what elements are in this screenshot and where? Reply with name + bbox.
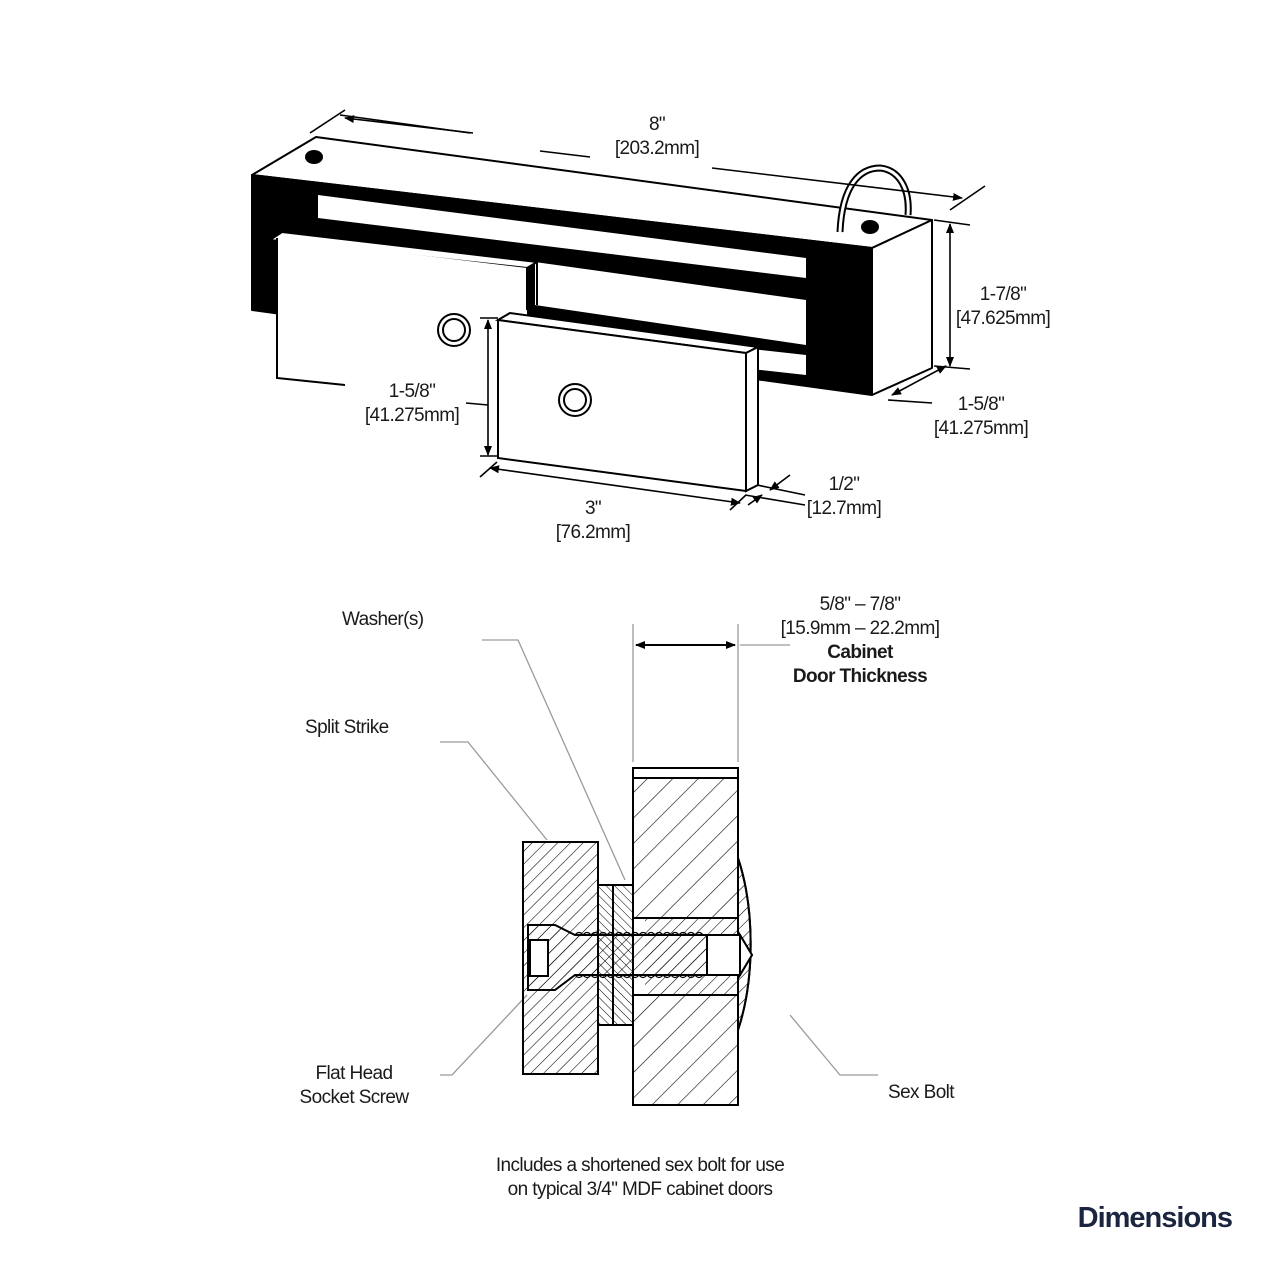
lock-length-imperial: 8" — [648, 114, 666, 135]
plate-width-imperial: 3" — [584, 498, 602, 519]
cross-section-assembly — [522, 767, 754, 1106]
lock-height-metric: [47.625mm] — [955, 308, 1051, 329]
callout-flat-head-1: Flat Head — [315, 1063, 394, 1084]
leader-lines — [440, 639, 878, 1076]
door-thickness-range-metric: [15.9mm – 22.2mm] — [780, 618, 940, 639]
note-line-2: on typical 3/4" MDF cabinet doors — [507, 1179, 773, 1200]
callout-split-strike: Split Strike — [305, 717, 389, 738]
lock-depth-imperial: 1-5/8" — [957, 394, 1005, 415]
note-line-1: Includes a shortened sex bolt for use — [495, 1155, 785, 1176]
door-thickness-label-1: Cabinet — [827, 642, 893, 663]
door-thickness-label-2: Door Thickness — [792, 666, 928, 687]
lock-depth-metric: [41.275mm] — [933, 418, 1029, 439]
door-thickness-range-imperial: 5/8" – 7/8" — [819, 594, 901, 615]
plate-thickness-metric: [12.7mm] — [806, 498, 882, 519]
callout-washers: Washer(s) — [342, 609, 424, 630]
page-title: Dimensions — [1077, 1202, 1233, 1234]
door-thickness-dimension — [632, 624, 739, 762]
lock-height-imperial: 1-7/8" — [979, 284, 1027, 305]
plate-width-metric: [76.2mm] — [555, 522, 631, 543]
lock-length-metric: [203.2mm] — [614, 138, 700, 159]
plate-height-metric: [41.275mm] — [364, 405, 460, 426]
plate-thickness-imperial: 1/2" — [828, 474, 860, 495]
armature-plate-front — [494, 311, 762, 493]
dimension-lines-lock — [309, 109, 986, 511]
callout-flat-head-2: Socket Screw — [299, 1087, 410, 1108]
plate-height-imperial: 1-5/8" — [388, 381, 436, 402]
magnetic-lock-body — [251, 136, 933, 396]
armature-plate-rear — [267, 230, 541, 400]
callout-sex-bolt: Sex Bolt — [888, 1082, 955, 1103]
